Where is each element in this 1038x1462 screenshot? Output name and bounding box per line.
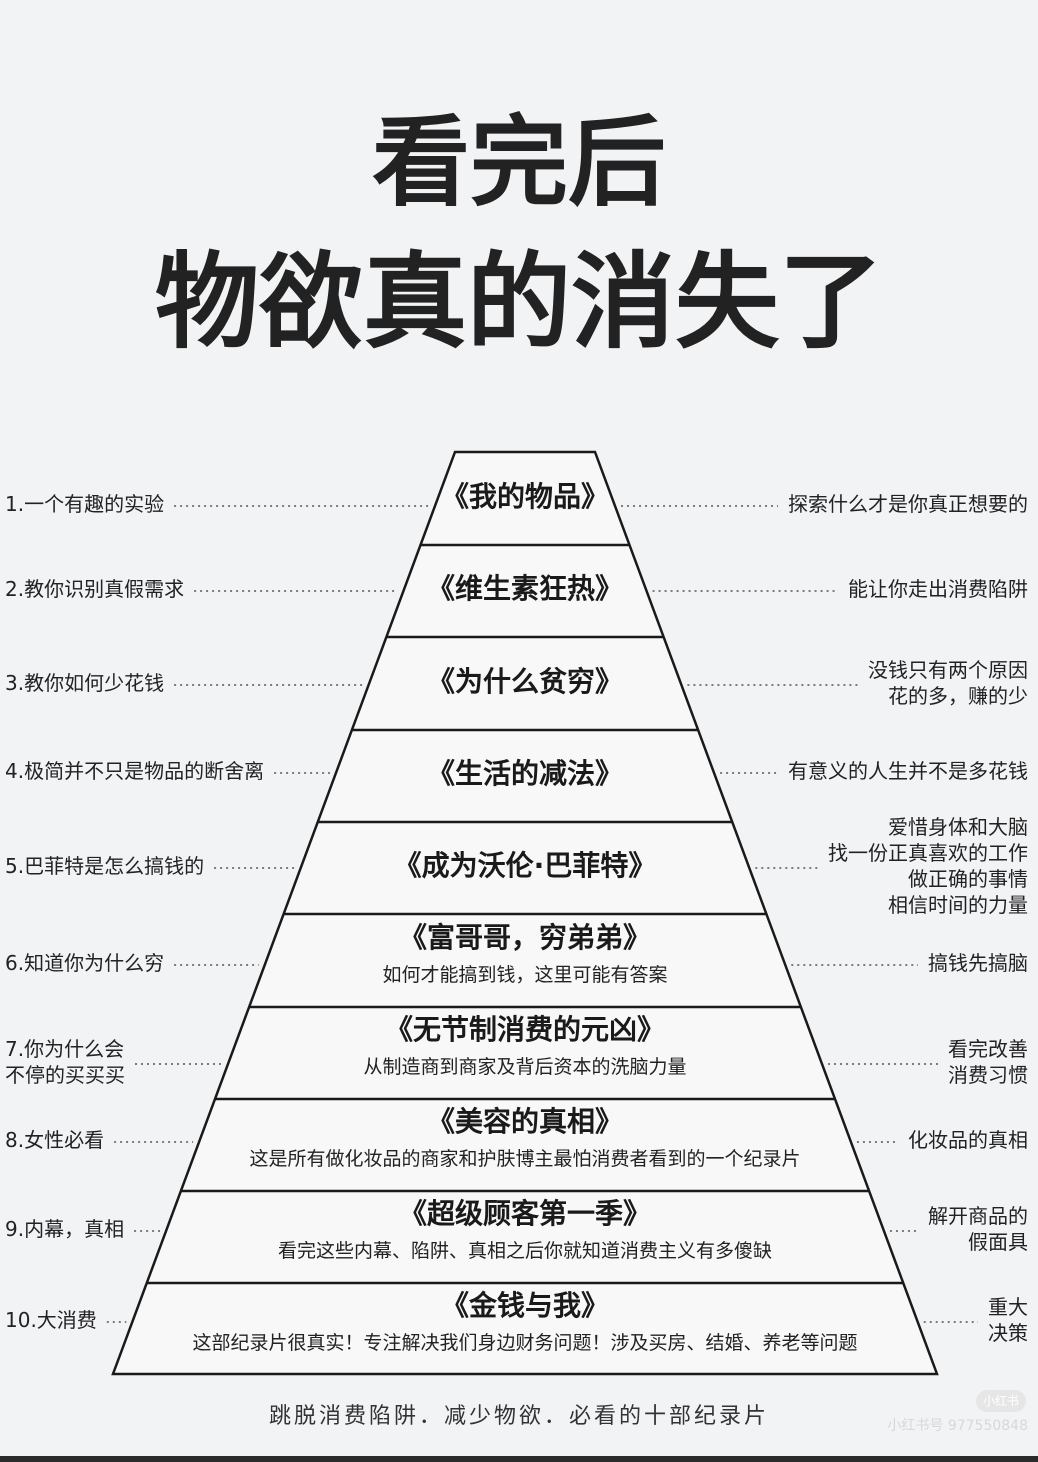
watermark-id: 小红书号 977550848 bbox=[887, 1418, 1028, 1434]
left-note-line: 7.你为什么会 bbox=[5, 1037, 125, 1061]
left-note-line: 6.知道你为什么穷 bbox=[5, 951, 165, 975]
tier-title: 《为什么贫穷》 bbox=[426, 664, 624, 698]
right-note: 有意义的人生并不是多花钱 bbox=[788, 758, 1028, 784]
right-note: 爱惜身体和大脑找一份正真喜欢的工作做正确的事情相信时间的力量 bbox=[828, 814, 1028, 918]
tier-title: 《美容的真相》 bbox=[426, 1105, 624, 1138]
right-note-line: 决策 bbox=[988, 1321, 1028, 1345]
right-note-line: 能让你走出消费陷阱 bbox=[848, 577, 1028, 601]
left-note-line: 5.巴菲特是怎么搞钱的 bbox=[5, 854, 205, 878]
right-note: 重大决策 bbox=[988, 1294, 1028, 1346]
tier-subtitle: 从制造商到商家及背后资本的洗脑力量 bbox=[363, 1056, 687, 1078]
tier-title: 《无节制消费的元凶》 bbox=[384, 1013, 666, 1046]
right-note-line: 没钱只有两个原因 bbox=[868, 658, 1028, 682]
left-note: 1.一个有趣的实验 bbox=[5, 491, 164, 517]
tier-subtitle: 如何才能搞到钱，这里可能有答案 bbox=[382, 963, 668, 986]
left-note-line: 3.教你如何少花钱 bbox=[5, 671, 165, 695]
title-line1: 看完后 bbox=[371, 106, 666, 220]
tier-title: 《富哥哥，穷弟弟》 bbox=[398, 920, 652, 954]
right-note-line: 解开商品的 bbox=[928, 1204, 1028, 1228]
left-note: 6.知道你为什么穷 bbox=[5, 950, 164, 976]
right-note-line: 探索什么才是你真正想要的 bbox=[788, 492, 1028, 516]
left-note-line: 10.大消费 bbox=[5, 1308, 97, 1332]
tier-title: 《维生素狂热》 bbox=[426, 572, 624, 605]
left-note: 7.你为什么会不停的买买买 bbox=[5, 1036, 125, 1088]
right-note: 解开商品的假面具 bbox=[928, 1203, 1028, 1255]
left-note-line: 1.一个有趣的实验 bbox=[5, 492, 165, 516]
right-note-line: 重大 bbox=[988, 1295, 1028, 1319]
right-note: 没钱只有两个原因花的多，赚的少 bbox=[868, 657, 1028, 709]
title-line2: 物欲真的消失了 bbox=[154, 241, 883, 363]
right-note-line: 消费习惯 bbox=[948, 1063, 1028, 1087]
left-note-line: 4.极简并不只是物品的断舍离 bbox=[5, 759, 265, 783]
left-note: 4.极简并不只是物品的断舍离 bbox=[5, 758, 264, 784]
right-note: 搞钱先搞脑 bbox=[928, 950, 1028, 976]
left-note: 8.女性必看 bbox=[5, 1127, 104, 1153]
tier-title: 《成为沃伦·巴菲特》 bbox=[393, 849, 657, 882]
left-note-line: 9.内幕，真相 bbox=[5, 1217, 125, 1241]
right-note-line: 化妆品的真相 bbox=[908, 1128, 1028, 1152]
right-note: 探索什么才是你真正想要的 bbox=[788, 491, 1028, 517]
tier-title: 《生活的减法》 bbox=[426, 757, 624, 790]
left-note: 2.教你识别真假需求 bbox=[5, 576, 184, 602]
right-note: 能让你走出消费陷阱 bbox=[848, 576, 1028, 602]
right-note-line: 找一份正真喜欢的工作 bbox=[828, 841, 1028, 865]
right-note-line: 爱惜身体和大脑 bbox=[888, 815, 1028, 839]
tier-title: 《超级顾客第一季》 bbox=[398, 1197, 652, 1230]
left-note-line: 2.教你识别真假需求 bbox=[5, 577, 185, 601]
bottom-bar bbox=[0, 1456, 1038, 1462]
right-note-line: 花的多，赚的少 bbox=[888, 684, 1028, 708]
left-note: 10.大消费 bbox=[5, 1307, 97, 1333]
tier-title: 《我的物品》 bbox=[440, 479, 610, 513]
right-note-line: 做正确的事情 bbox=[908, 867, 1028, 891]
right-note: 化妆品的真相 bbox=[908, 1127, 1028, 1153]
left-note: 9.内幕，真相 bbox=[5, 1216, 124, 1242]
right-note-line: 相信时间的力量 bbox=[888, 893, 1028, 917]
right-note-line: 看完改善 bbox=[948, 1037, 1028, 1061]
right-note-line: 有意义的人生并不是多花钱 bbox=[788, 759, 1028, 783]
tier-subtitle: 这是所有做化妆品的商家和护肤博主最怕消费者看到的一个纪录片 bbox=[249, 1148, 801, 1170]
right-note-line: 搞钱先搞脑 bbox=[928, 951, 1028, 975]
left-note-line: 不停的买买买 bbox=[5, 1063, 125, 1087]
watermark-badge: 小红书 bbox=[976, 1390, 1026, 1412]
right-note: 看完改善消费习惯 bbox=[948, 1036, 1028, 1088]
tier-subtitle: 看完这些内幕、陷阱、真相之后你就知道消费主义有多傻缺 bbox=[277, 1240, 773, 1262]
left-note: 5.巴菲特是怎么搞钱的 bbox=[5, 853, 204, 879]
footer-caption: 跳脱消费陷阱．减少物欲．必看的十部纪录片 bbox=[268, 1404, 769, 1429]
tier-subtitle: 这部纪录片很真实！专注解决我们身边财务问题！涉及买房、结婚、养老等问题 bbox=[192, 1331, 858, 1354]
left-note-line: 8.女性必看 bbox=[5, 1128, 105, 1152]
tier-title: 《金钱与我》 bbox=[440, 1288, 610, 1322]
right-note-line: 假面具 bbox=[968, 1230, 1028, 1254]
left-note: 3.教你如何少花钱 bbox=[5, 670, 164, 696]
